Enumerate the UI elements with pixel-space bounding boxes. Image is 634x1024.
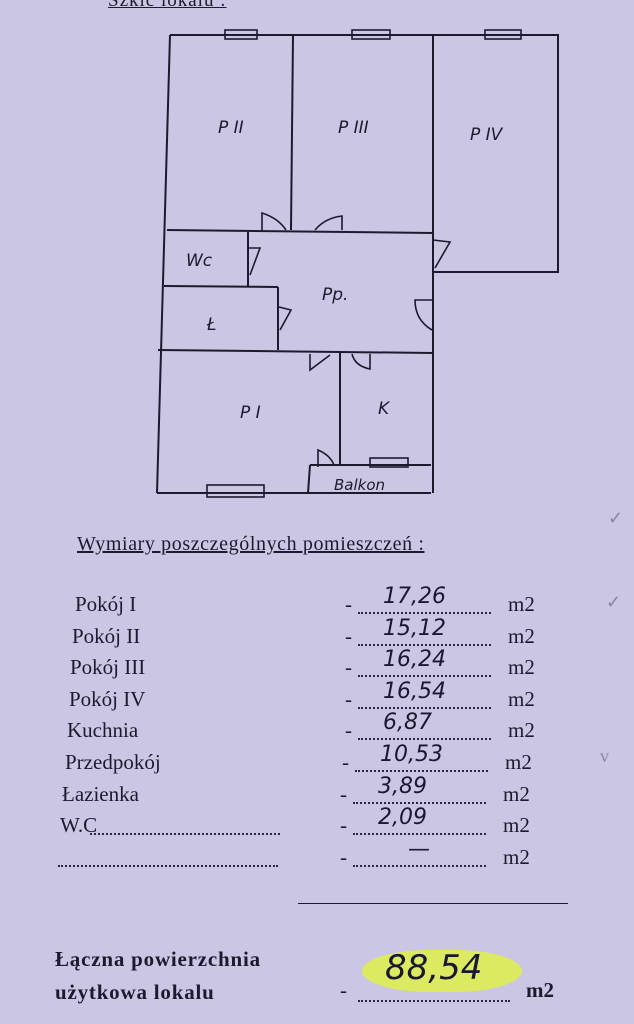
total-unit: m2 — [526, 978, 554, 1002]
window-icon — [369, 457, 409, 468]
dimension-row: Pokój I - 17,26 m2 — [0, 584, 634, 622]
windows — [206, 29, 522, 498]
room-label-kitchen: K — [378, 399, 391, 419]
name-field — [90, 813, 280, 836]
room-label-hall: Pp. — [322, 285, 348, 305]
area-unit: m2 — [508, 592, 535, 616]
room-label-p2: P II — [218, 118, 244, 138]
dash: - — [340, 844, 347, 869]
room-name: Przedpokój — [65, 750, 161, 774]
room-label-p3: P III — [338, 118, 369, 138]
dash: - — [345, 686, 352, 711]
room-name: Łazienka — [62, 781, 139, 806]
door-icon — [314, 215, 343, 231]
area-unit: m2 — [508, 655, 535, 680]
door-icon — [249, 247, 262, 276]
door-icon — [432, 239, 452, 269]
sketch-title: Szkic lokalu : — [108, 0, 227, 11]
checkmark: ✓ — [608, 508, 624, 528]
window-icon — [484, 29, 522, 40]
area-field: 16,24 — [358, 647, 491, 678]
area-unit: m2 — [503, 781, 530, 806]
area-unit: m2 — [503, 813, 530, 838]
area-unit: m2 — [508, 686, 535, 711]
total-field — [358, 980, 510, 1002]
area-field: 10,53 — [355, 742, 488, 772]
checkmark: ✓ — [606, 592, 622, 612]
room-name: Pokój I — [75, 592, 137, 616]
name-field — [58, 845, 278, 867]
dimension-row: Łazienka - 3,89 m2 — [0, 774, 634, 812]
dash: - — [345, 718, 352, 743]
area-unit: m2 — [505, 750, 532, 774]
dimension-row: - — m2 — [0, 837, 634, 875]
highlight-mark — [362, 950, 522, 992]
total-value: 88,54 — [385, 948, 483, 988]
area-unit: m2 — [508, 718, 535, 743]
dimension-row: Kuchnia - 6,87 m2 — [0, 710, 634, 748]
room-name: Pokój IV — [69, 686, 146, 711]
sum-line — [298, 903, 568, 904]
area-field: 2,09 — [353, 805, 486, 836]
room-label-wc: Wc — [186, 251, 213, 271]
dimension-row: Przedpokój - 10,53 m2 — [0, 742, 634, 780]
room-name: Pokój II — [72, 623, 141, 648]
area-value: 16,54 — [383, 678, 446, 704]
room-name: Pokój III — [70, 655, 146, 680]
walls — [156, 34, 559, 494]
room-label-balcony: Balkon — [334, 476, 385, 494]
window-icon — [206, 484, 265, 498]
area-value: 16,24 — [383, 647, 446, 673]
room-name: Kuchnia — [67, 718, 139, 743]
area-field: 17,26 — [358, 584, 491, 614]
window-icon — [351, 29, 391, 40]
room-label-p4: P IV — [470, 125, 504, 145]
dash: - — [340, 813, 347, 838]
dash: - — [345, 655, 352, 680]
dimension-row: Pokój IV - 16,54 m2 — [0, 679, 634, 717]
area-field: 3,89 — [353, 774, 486, 804]
area-unit: m2 — [508, 623, 535, 648]
dash: - — [345, 592, 352, 616]
door-icon — [414, 299, 433, 331]
dash: - — [340, 781, 347, 806]
area-value: 15,12 — [383, 615, 446, 641]
floor-plan-sketch: P II P III P IV Wc Ł Pp. P I K Balkon — [156, 29, 559, 498]
area-value: 3,89 — [378, 773, 427, 799]
area-value: 6,87 — [383, 710, 432, 736]
area-field: 16,54 — [358, 679, 491, 709]
total-label: Łączna powierzchnia użytkowa lokalu — [55, 943, 261, 1009]
dash: - — [340, 978, 347, 1002]
area-field: 6,87 — [358, 710, 491, 741]
doors — [249, 211, 452, 467]
door-icon — [261, 211, 287, 231]
area-value: 10,53 — [380, 742, 443, 767]
door-icon — [317, 448, 335, 467]
door-icon — [309, 354, 331, 372]
area-unit: m2 — [503, 844, 530, 869]
dimension-row: Pokój II - 15,12 m2 — [0, 616, 634, 654]
room-label-bath: Ł — [206, 315, 217, 335]
door-icon — [351, 353, 371, 370]
dash: - — [345, 623, 352, 648]
checkmark: v — [600, 746, 609, 766]
total-label-line2: użytkowa lokalu — [55, 980, 215, 1004]
area-value: 17,26 — [383, 584, 446, 609]
dimension-row: Pokój III - 16,24 m2 — [0, 647, 634, 685]
area-value: 2,09 — [378, 805, 427, 831]
door-icon — [278, 306, 293, 331]
area-field: 15,12 — [358, 616, 491, 646]
area-field: — — [353, 837, 486, 867]
window-icon — [224, 29, 258, 40]
dash: - — [342, 750, 349, 774]
total-label-line1: Łączna powierzchnia — [55, 947, 261, 971]
area-value: — — [408, 836, 430, 862]
dimensions-heading: Wymiary poszczególnych pomieszczeń : — [77, 533, 425, 555]
room-label-p1: P I — [240, 403, 261, 423]
